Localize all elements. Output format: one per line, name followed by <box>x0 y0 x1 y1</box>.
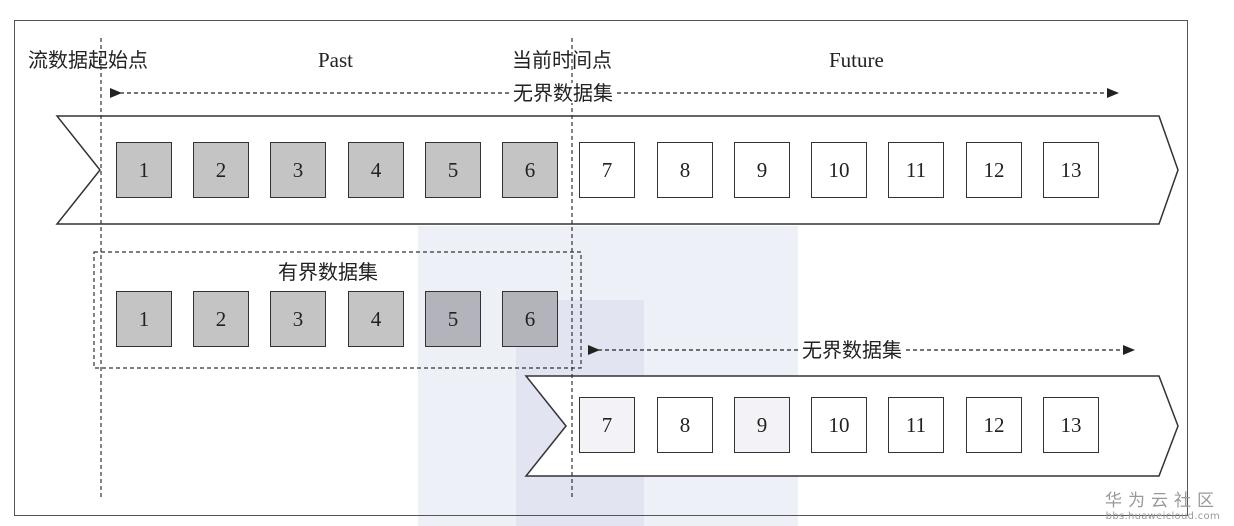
watermark-title: 华为云社区 <box>1105 491 1220 511</box>
watermark-url: bbs.huaweicloud.com <box>1105 511 1220 522</box>
watermark: 华为云社区 bbs.huaweicloud.com <box>1105 486 1220 522</box>
bounded-item-6: 6 <box>502 291 558 347</box>
bounded-item-2: 2 <box>193 291 249 347</box>
stream-item-7: 7 <box>579 142 635 198</box>
bounded-item-4: 4 <box>348 291 404 347</box>
bounded-item-1: 1 <box>116 291 172 347</box>
past-label: Past <box>318 48 354 72</box>
unbounded-item-8: 8 <box>657 397 713 453</box>
unbounded-item-13: 13 <box>1043 397 1099 453</box>
stream-item-10: 10 <box>811 142 867 198</box>
future-label: Future <box>829 48 884 72</box>
unbounded-dataset-label-top: 无界数据集 <box>509 83 617 103</box>
stream-item-4: 4 <box>348 142 404 198</box>
unbounded-item-9: 9 <box>734 397 790 453</box>
bounded-item-3: 3 <box>270 291 326 347</box>
unbounded-item-7: 7 <box>579 397 635 453</box>
stream-item-3: 3 <box>270 142 326 198</box>
stream-item-12: 12 <box>966 142 1022 198</box>
stream-item-13: 13 <box>1043 142 1099 198</box>
stream-item-6: 6 <box>502 142 558 198</box>
stream-start-label: 流数据起始点 <box>28 48 148 72</box>
unbounded-dataset-label-bottom: 无界数据集 <box>798 340 906 360</box>
current-time-label: 当前时间点 <box>512 48 612 72</box>
bounded-item-5: 5 <box>425 291 481 347</box>
stream-item-11: 11 <box>888 142 944 198</box>
stream-item-8: 8 <box>657 142 713 198</box>
bounded-dataset-label: 有界数据集 <box>274 262 382 282</box>
stream-item-5: 5 <box>425 142 481 198</box>
unbounded-item-10: 10 <box>811 397 867 453</box>
bounded-window-frame <box>93 251 582 369</box>
stream-item-9: 9 <box>734 142 790 198</box>
stream-item-1: 1 <box>116 142 172 198</box>
unbounded-item-12: 12 <box>966 397 1022 453</box>
stream-item-2: 2 <box>193 142 249 198</box>
unbounded-item-11: 11 <box>888 397 944 453</box>
diagram-border <box>14 20 1188 516</box>
